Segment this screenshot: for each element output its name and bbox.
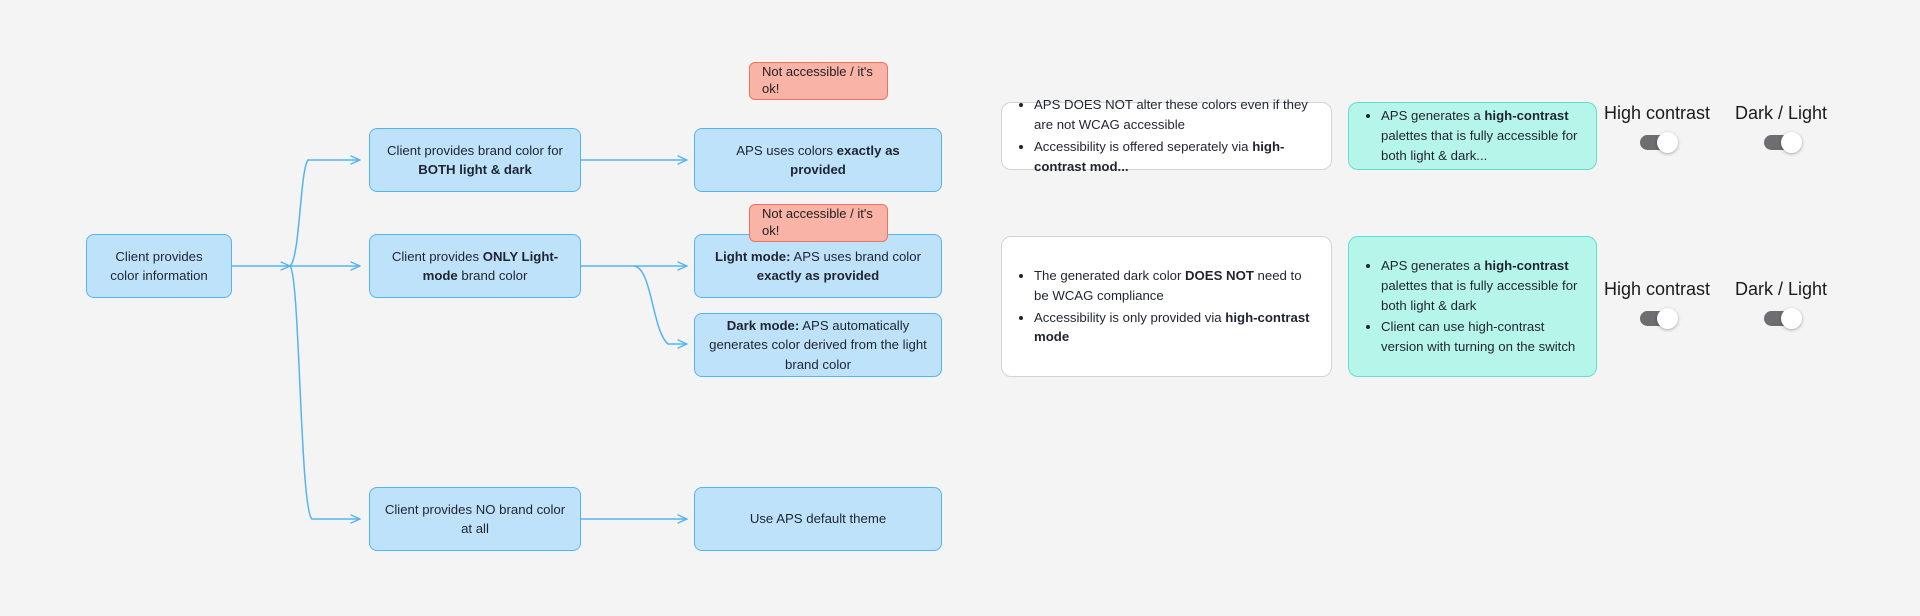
list-item-text: Accessibility is only provided via <box>1034 309 1226 325</box>
toggle-knob <box>1657 131 1679 153</box>
list-item-emphasis: high-contrast <box>1484 108 1569 124</box>
node-label-emphasis: exactly as provided <box>756 268 880 283</box>
node-label: Client provides ONLY Light-mode brand co… <box>384 247 566 285</box>
panel-list: The generated dark color DOES NOT need t… <box>1016 266 1317 347</box>
node-label-lead: Dark mode: <box>726 318 800 334</box>
list-item: APS generates a high-contrast palettes t… <box>1381 256 1582 315</box>
panel-list: APS generates a high-contrast palettes t… <box>1363 256 1582 357</box>
badge-label: Not accessible / it's ok! <box>762 206 873 238</box>
switch-group-row2-dark-light: Dark / Light <box>1735 279 1828 329</box>
node-brand-color-only-light-mode[interactable]: Client provides ONLY Light-mode brand co… <box>369 234 581 298</box>
list-item-tail: palettes that is fully accessible for bo… <box>1381 128 1578 163</box>
node-label: Client provides brand color for BOTH lig… <box>384 141 566 179</box>
list-item-emphasis: high-contrast mod... <box>1034 139 1285 174</box>
node-dark-mode-result[interactable]: Dark mode: APS automatically generates c… <box>694 313 942 377</box>
node-label: Dark mode: APS automatically generates c… <box>709 316 927 373</box>
list-item-text: Accessibility is offered seperately via <box>1034 139 1253 154</box>
node-label-lead: Light mode: <box>715 248 791 264</box>
node-label: Client provides NO brand color at all <box>384 501 566 536</box>
node-label: Use APS default theme <box>749 511 887 527</box>
toggle-knob <box>1781 131 1803 153</box>
list-item: APS generates a high-contrast palettes t… <box>1381 106 1582 165</box>
list-item-emphasis: high-contrast <box>1484 258 1569 273</box>
panel-row1-highcontrast-notes: APS generates a high-contrast palettes t… <box>1348 102 1597 170</box>
node-label-emphasis: exactly as provided <box>790 142 900 177</box>
node-label-prefix: APS uses colors <box>736 142 837 158</box>
switch-group-row2-high-contrast: High contrast <box>1604 279 1711 329</box>
toggle-high-contrast[interactable] <box>1640 307 1679 329</box>
switch-label: Dark / Light <box>1735 103 1828 123</box>
node-light-mode-result[interactable]: Light mode: APS uses brand color exactly… <box>694 234 942 298</box>
list-item-emphasis: high-contrast mode <box>1034 309 1310 345</box>
list-item-text: Client can use high-contrast version wit… <box>1381 319 1576 355</box>
switch-group-row1-high-contrast: High contrast <box>1604 103 1711 153</box>
switch-label: High contrast <box>1604 279 1711 299</box>
list-item-text: The generated dark color <box>1034 267 1186 283</box>
list-item: Accessibility is offered seperately via … <box>1034 137 1317 177</box>
node-brand-color-both-light-dark[interactable]: Client provides brand color for BOTH lig… <box>369 128 581 192</box>
list-item: Client can use high-contrast version wit… <box>1381 317 1582 357</box>
panel-list: APS DOES NOT alter these colors even if … <box>1016 95 1317 176</box>
panel-list: APS generates a high-contrast palettes t… <box>1363 106 1582 165</box>
list-item-text: APS generates a <box>1381 258 1485 273</box>
node-label-emphasis: BOTH light & dark <box>418 162 532 177</box>
node-label: Client provides color information <box>110 248 208 283</box>
list-item: The generated dark color DOES NOT need t… <box>1034 266 1317 306</box>
node-client-provides-color-information[interactable]: Client provides color information <box>86 234 232 298</box>
switch-group-row1-dark-light: Dark / Light <box>1735 103 1828 153</box>
list-item-tail: need to be WCAG compliance <box>1034 267 1302 303</box>
node-label: APS uses colors exactly as provided <box>709 141 927 179</box>
badge-not-accessible-top: Not accessible / it's ok! <box>749 62 888 100</box>
node-use-aps-default-theme[interactable]: Use APS default theme <box>694 487 942 551</box>
node-label-emphasis: ONLY Light-mode <box>422 248 559 283</box>
switch-label: Dark / Light <box>1735 279 1828 299</box>
switch-label: High contrast <box>1604 103 1711 123</box>
panel-row2-notes: The generated dark color DOES NOT need t… <box>1001 236 1332 377</box>
panel-row2-highcontrast-notes: APS generates a high-contrast palettes t… <box>1348 236 1597 377</box>
toggle-dark-light[interactable] <box>1764 307 1803 329</box>
node-label-rest: APS automatically generates color derive… <box>709 318 927 372</box>
node-label-suffix: brand color <box>457 268 528 283</box>
list-item: Accessibility is only provided via high-… <box>1034 308 1317 348</box>
node-aps-uses-colors-exactly[interactable]: APS uses colors exactly as provided <box>694 128 942 192</box>
list-item: APS DOES NOT alter these colors even if … <box>1034 95 1317 135</box>
badge-not-accessible-middle: Not accessible / it's ok! <box>749 204 888 242</box>
node-label-prefix: Client provides brand color for <box>387 142 563 158</box>
node-label: Light mode: APS uses brand color exactly… <box>709 247 927 285</box>
toggle-knob <box>1781 307 1803 329</box>
toggle-high-contrast[interactable] <box>1640 131 1679 153</box>
node-label-prefix: Client provides <box>391 248 483 264</box>
list-item-text: APS generates a <box>1381 108 1485 124</box>
node-label-mid: APS uses brand color <box>790 248 921 264</box>
toggle-knob <box>1657 307 1679 329</box>
badge-label: Not accessible / it's ok! <box>762 64 873 96</box>
toggle-dark-light[interactable] <box>1764 131 1803 153</box>
list-item-emphasis: DOES NOT <box>1185 267 1254 283</box>
list-item-text: APS DOES NOT alter these colors even if … <box>1034 97 1308 133</box>
panel-row1-notes: APS DOES NOT alter these colors even if … <box>1001 97 1332 174</box>
node-no-brand-color[interactable]: Client provides NO brand color at all <box>369 487 581 551</box>
list-item-tail: palettes that is fully accessible for bo… <box>1381 277 1578 313</box>
